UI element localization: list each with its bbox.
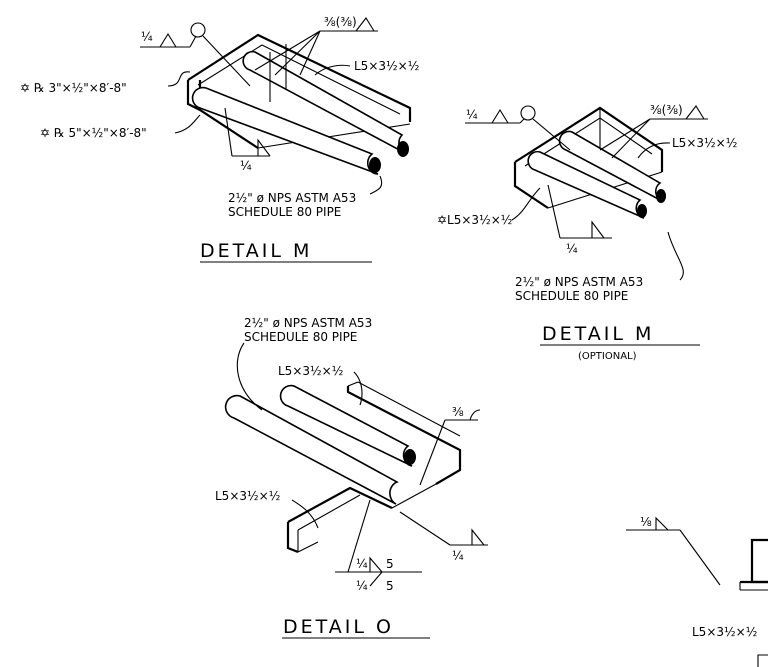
detail-m-optional-angle-left: ✡L5×3½×½ xyxy=(437,213,512,227)
detail-partial-drawing xyxy=(626,516,768,667)
detail-m-pipe-line1: 2½" ø NPS ASTM A53 xyxy=(228,191,356,205)
detail-m-optional-drawing xyxy=(465,105,708,346)
detail-m-optional-weld-bottom: ¼ xyxy=(566,242,578,256)
detail-m-plate-5-label: ✡ ℞ 5"×½"×8′-8" xyxy=(40,126,147,140)
detail-m-title: DETAIL M xyxy=(200,240,312,262)
detail-o-pipe-line1: 2½" ø NPS ASTM A53 xyxy=(244,316,372,330)
detail-m-optional-angle-right: L5×3½×½ xyxy=(672,136,737,150)
detail-m-optional-pipe-line1: 2½" ø NPS ASTM A53 xyxy=(515,275,643,289)
detail-m-plate-3-label: ✡ ℞ 3"×½"×8′-8" xyxy=(20,81,127,95)
detail-m-weld-top-right: ⅜(⅜) xyxy=(324,15,357,29)
detail-o-weld-b-size: ¼ xyxy=(356,579,368,593)
detail-partial-weld: ⅛ xyxy=(640,515,652,529)
detail-o-angle-top: L5×3½×½ xyxy=(278,364,343,378)
detail-m-pipe-line2: SCHEDULE 80 PIPE xyxy=(228,205,341,219)
detail-o-title: DETAIL O xyxy=(283,616,394,638)
detail-o-drawing xyxy=(224,342,488,639)
detail-m-weld-bottom: ¼ xyxy=(240,159,252,173)
detail-m-optional-title: DETAIL M xyxy=(542,323,654,345)
detail-o-pipe-line2: SCHEDULE 80 PIPE xyxy=(244,330,357,344)
detail-m-optional-pipe-line2: SCHEDULE 80 PIPE xyxy=(515,289,628,303)
detail-o-weld-b-len: 5 xyxy=(386,579,394,593)
detail-m-weld-top-left: ¼ xyxy=(141,30,153,44)
detail-o-weld-right: ⅜ xyxy=(452,405,464,419)
detail-o-weld-a-len: 5 xyxy=(386,557,394,571)
detail-partial-angle-label: L5×3½×½ xyxy=(692,625,757,639)
detail-m-optional-subtitle: (OPTIONAL) xyxy=(578,351,637,362)
detail-m-drawing xyxy=(140,17,412,263)
detail-o-weld-a-size: ¼ xyxy=(356,557,368,571)
detail-o-weld-right-bottom: ¼ xyxy=(452,549,464,563)
detail-o-angle-left: L5×3½×½ xyxy=(215,489,280,503)
detail-m-optional-weld-right: ⅜(⅜) xyxy=(650,103,683,117)
detail-m-angle-label: L5×3½×½ xyxy=(354,59,419,73)
detail-m-optional-weld-left: ¼ xyxy=(466,108,478,122)
